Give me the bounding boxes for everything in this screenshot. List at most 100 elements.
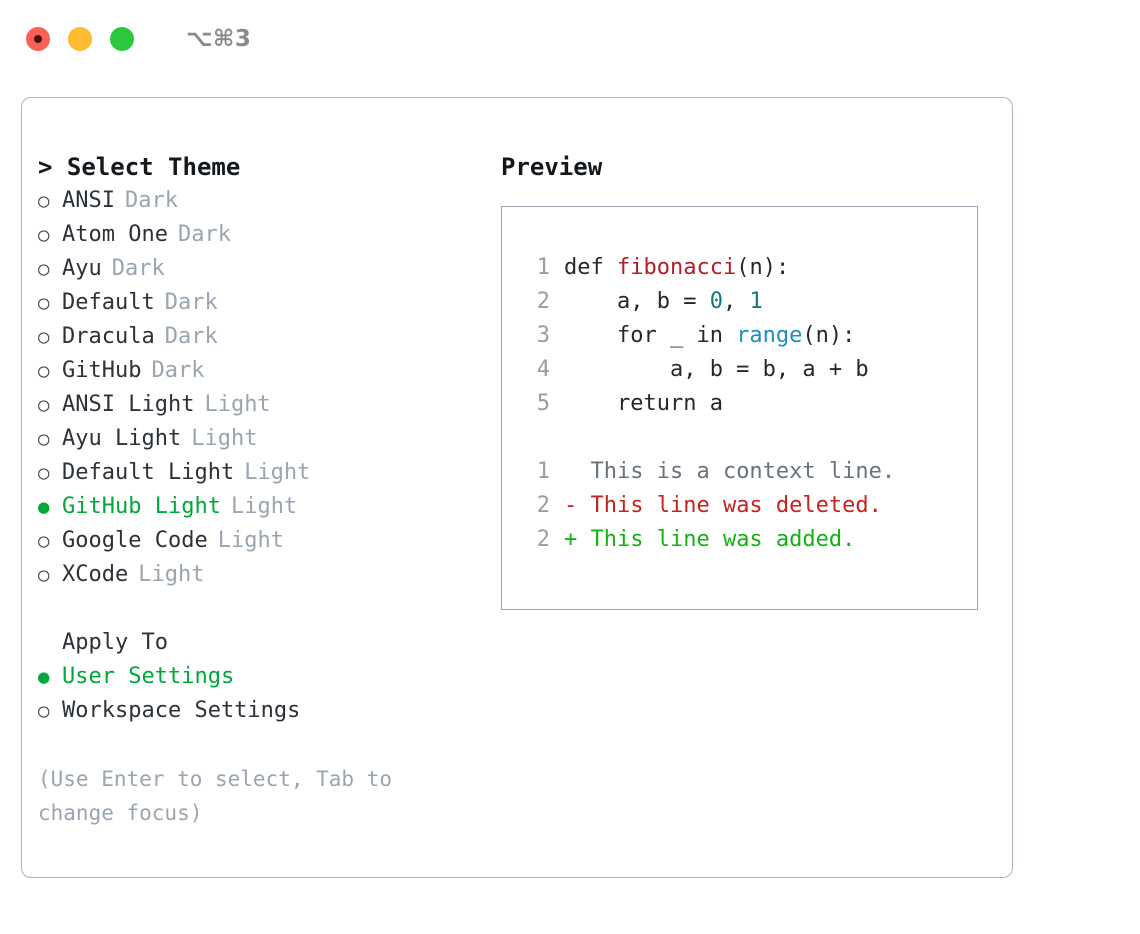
- keyboard-shortcut-label: ⌥⌘3: [186, 26, 252, 52]
- theme-option-label: ANSI: [62, 188, 115, 213]
- apply-to-list[interactable]: ● User Settings ○ Workspace Settings: [38, 660, 498, 728]
- theme-option-label: GitHub: [62, 358, 142, 383]
- theme-option-github[interactable]: ○ GitHub Dark: [38, 354, 498, 388]
- radio-unselected-icon: ○: [38, 564, 50, 586]
- theme-variant-tag: Light: [191, 426, 258, 451]
- code-line-number: 3: [536, 323, 550, 348]
- radio-unselected-icon: ○: [38, 428, 50, 450]
- theme-option-label: Ayu: [62, 256, 102, 281]
- apply-to-heading: Apply To: [62, 630, 168, 655]
- theme-option-label: Google Code: [62, 528, 208, 553]
- theme-variant-tag: Light: [244, 460, 311, 485]
- radio-unselected-icon: ○: [38, 326, 50, 348]
- diff-line-del: 2- This line was deleted.: [516, 489, 977, 523]
- diff-marker: -: [564, 493, 578, 518]
- theme-option-ayu-light[interactable]: ○ Ayu Light Light: [38, 422, 498, 456]
- theme-option-label: Dracula: [62, 324, 155, 349]
- diff-line-text: This is a context line.: [577, 459, 896, 484]
- apply-to-option-label: Workspace Settings: [62, 698, 301, 723]
- code-line: 3 for _ in range(n):: [516, 319, 977, 353]
- theme-option-google-code[interactable]: ○ Google Code Light: [38, 524, 498, 558]
- theme-variant-tag: Dark: [151, 358, 205, 383]
- theme-option-label: Default: [62, 290, 155, 315]
- radio-selected-icon: ●: [38, 666, 50, 688]
- close-button[interactable]: [26, 27, 50, 51]
- radio-unselected-icon: ○: [38, 190, 50, 212]
- theme-variant-tag: Light: [230, 494, 298, 519]
- diff-line-text: This line was deleted.: [577, 493, 882, 518]
- code-line: 5 return a: [516, 387, 977, 421]
- keyboard-hint-text: (Use Enter to select, Tab to change focu…: [38, 767, 393, 825]
- code-line: 2 a, b = 0, 1: [516, 285, 977, 319]
- code-diff-separator: [516, 421, 977, 455]
- code-token-fn: fibonacci: [616, 255, 737, 280]
- code-line: 1 def fibonacci(n):: [516, 251, 977, 285]
- code-token-plain: ,: [722, 289, 750, 314]
- code-line-text: a, b = 0, 1: [564, 285, 763, 319]
- radio-unselected-icon: ○: [38, 394, 50, 416]
- diff-sample: 1 This is a context line.2- This line wa…: [516, 455, 977, 557]
- theme-variant-tag: Dark: [124, 188, 178, 213]
- theme-option-github-light[interactable]: ● GitHub Light Light: [38, 490, 498, 524]
- apply-to-option-user-settings[interactable]: ● User Settings: [38, 660, 498, 694]
- theme-option-ansi[interactable]: ○ ANSI Dark: [38, 184, 498, 218]
- code-line-number: 2: [536, 289, 550, 314]
- theme-variant-tag: Light: [217, 528, 284, 553]
- code-token-plain: (n):: [736, 255, 790, 280]
- theme-variant-tag: Dark: [177, 222, 231, 247]
- title-bar: ⌥⌘3: [0, 0, 1140, 78]
- maximize-button[interactable]: [110, 27, 134, 51]
- code-line: 4 a, b = b, a + b: [516, 353, 977, 387]
- code-line-number: 5: [536, 391, 550, 416]
- select-theme-heading: > Select Theme: [38, 153, 241, 181]
- code-line-text: a, b = b, a + b: [564, 353, 869, 387]
- code-line-number: 1: [536, 255, 550, 280]
- diff-line-number: 1: [536, 459, 550, 484]
- diff-line-number: 2: [536, 493, 550, 518]
- apply-to-option-workspace-settings[interactable]: ○ Workspace Settings: [38, 694, 498, 728]
- preview-heading: Preview: [501, 153, 603, 181]
- theme-option-label: Atom One: [62, 222, 168, 247]
- diff-line-add: 2 + This line was added.: [516, 523, 977, 557]
- radio-unselected-icon: ○: [38, 530, 50, 552]
- theme-option-label: Default Light: [62, 460, 235, 485]
- diff-line-number: 2: [536, 527, 550, 552]
- diff-line-ctx: 1 This is a context line.: [516, 455, 977, 489]
- radio-unselected-icon: ○: [38, 258, 50, 280]
- theme-variant-tag: Dark: [164, 324, 218, 349]
- code-line-text: for _ in range(n):: [564, 319, 855, 353]
- theme-option-default-light[interactable]: ○ Default Light Light: [38, 456, 498, 490]
- minimize-button[interactable]: [68, 27, 92, 51]
- radio-unselected-icon: ○: [38, 462, 50, 484]
- diff-marker: +: [564, 527, 578, 552]
- theme-variant-tag: Dark: [164, 290, 218, 315]
- theme-option-dracula[interactable]: ○ Dracula Dark: [38, 320, 498, 354]
- radio-unselected-icon: ○: [38, 360, 50, 382]
- code-token-plain: a, b = b, a + b: [564, 357, 869, 382]
- radio-selected-icon: ●: [38, 496, 50, 518]
- radio-unselected-icon: ○: [38, 700, 50, 722]
- apply-to-option-label: User Settings: [62, 664, 235, 689]
- list-spacer: [38, 592, 498, 626]
- code-line-text: return a: [564, 387, 723, 421]
- code-token-plain: def: [564, 255, 617, 280]
- code-token-plain: for _ in: [564, 323, 737, 348]
- theme-option-label: Ayu Light: [62, 426, 182, 451]
- diff-line-text: This line was added.: [577, 527, 856, 552]
- theme-option-label: GitHub Light: [62, 494, 221, 519]
- code-token-num: 0: [709, 289, 723, 314]
- traffic-lights: [26, 27, 134, 51]
- code-token-plain: (n):: [802, 323, 856, 348]
- code-line-text: def fibonacci(n):: [564, 251, 789, 285]
